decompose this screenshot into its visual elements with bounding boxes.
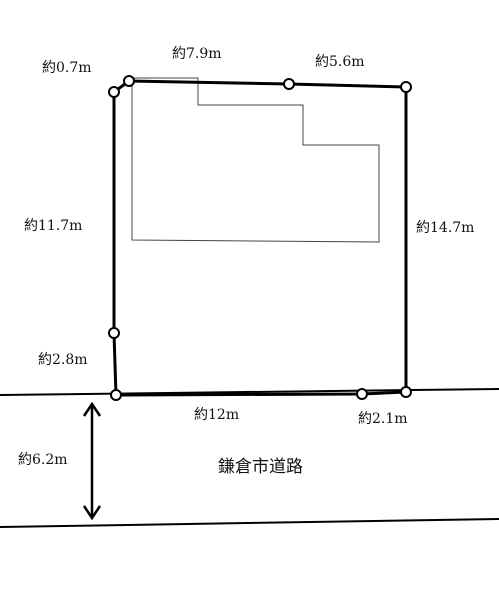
label-left-lower: 約2.8m: [38, 352, 88, 368]
boundary-markers: [108, 75, 412, 401]
label-top-left-segment: 約7.9m: [172, 46, 222, 62]
label-right-lower: 約2.1m: [358, 411, 408, 427]
road-width-arrow: [82, 401, 102, 521]
marker-bottom-mid: [356, 388, 368, 400]
marker-left-mid: [108, 327, 120, 339]
road-edge-upper: [0, 388, 499, 396]
marker-top-left: [123, 75, 135, 87]
marker-bottom-left: [110, 389, 122, 401]
road-name: 鎌倉市道路: [218, 457, 303, 477]
label-road-width: 約6.2m: [18, 452, 68, 468]
label-frontage: 約12m: [194, 407, 240, 423]
marker-top-right: [400, 81, 412, 93]
marker-top-mid: [283, 78, 295, 90]
marker-top-left-outer: [108, 86, 120, 98]
label-corner-top-left: 約0.7m: [42, 60, 92, 76]
marker-bottom-right: [400, 386, 412, 398]
label-left-side: 約11.7m: [24, 218, 83, 234]
lot-boundary: [112, 79, 408, 397]
label-right-side: 約14.7m: [416, 220, 475, 236]
building-outline: [131, 77, 380, 243]
label-top-right-segment: 約5.6m: [315, 54, 365, 70]
road-edge-lower: [0, 518, 499, 528]
